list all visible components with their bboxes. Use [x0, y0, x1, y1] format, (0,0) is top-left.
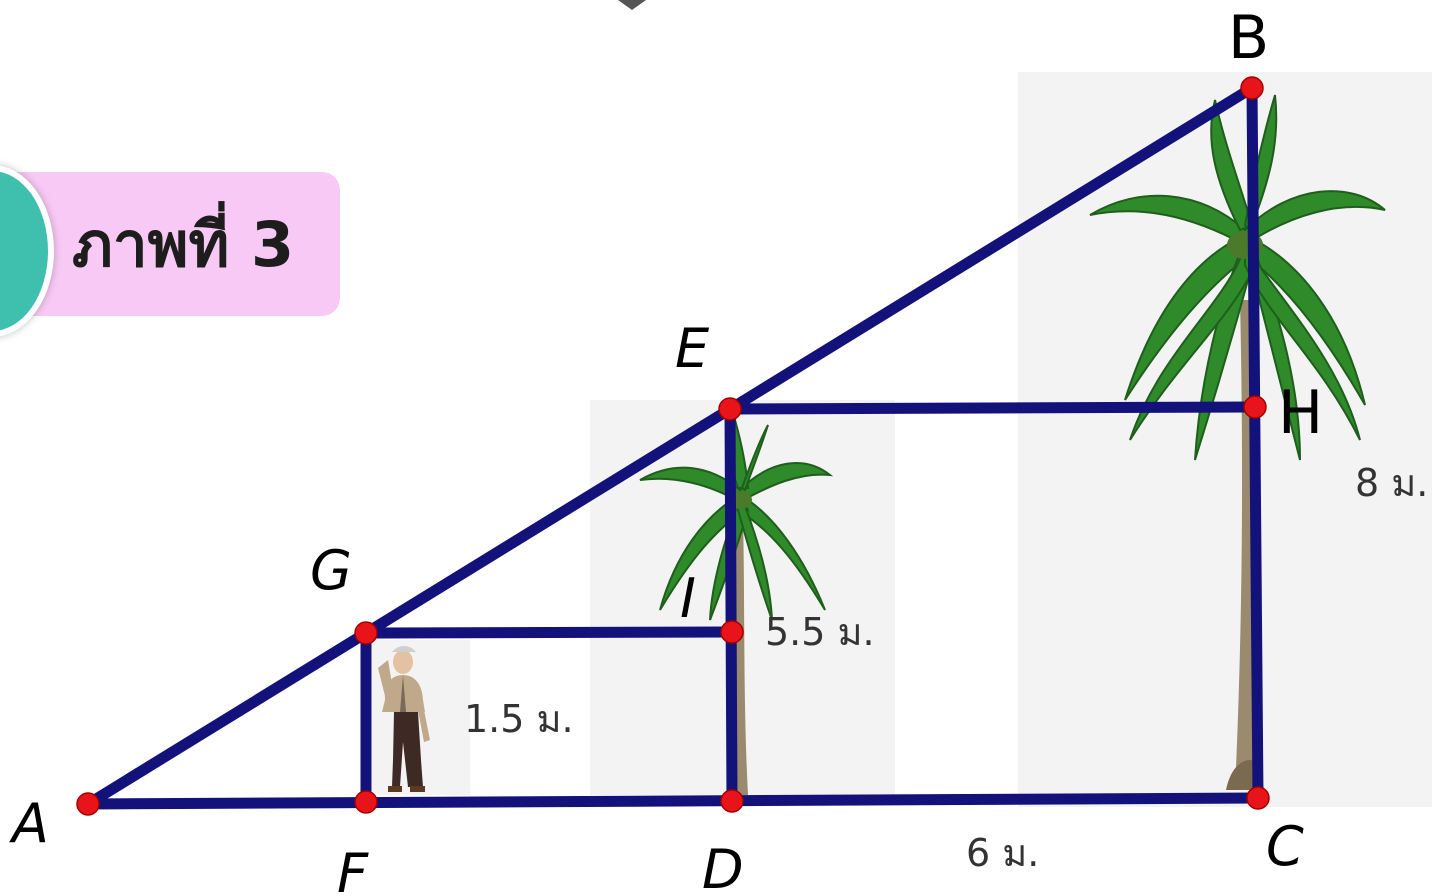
label-F: F [337, 842, 369, 896]
point-I [720, 620, 744, 644]
segment-BC [1246, 82, 1264, 804]
segments [82, 82, 1264, 810]
label-C: C [1266, 815, 1304, 878]
label-I: I [680, 567, 696, 630]
segment-GI [360, 626, 738, 639]
label-G: G [310, 539, 352, 602]
figure-label-text: ภาพที่ 3 [72, 208, 295, 281]
point-A [76, 792, 100, 816]
point-D [720, 789, 744, 813]
measure-tree-small: 5.5 ม. [765, 610, 875, 654]
label-B: B [1228, 3, 1269, 73]
segment-ED [724, 403, 738, 807]
measure-tree-big: 8 ม. [1355, 461, 1428, 505]
segment-AC [82, 792, 1264, 810]
label-D: D [702, 838, 744, 896]
point-E [718, 397, 742, 421]
points [76, 76, 1270, 816]
person-figure [378, 646, 430, 792]
label-H: H [1278, 378, 1323, 448]
segment-EH [724, 401, 1261, 415]
measure-person: 1.5 ม. [464, 697, 574, 741]
figure-label-badge [0, 172, 340, 316]
measure-base: 6 ม. [966, 831, 1039, 875]
chevron-down-icon [618, 0, 646, 10]
label-E: E [675, 317, 710, 380]
label-A: A [9, 792, 49, 855]
palm-tree-small-icon [639, 416, 834, 795]
point-G [354, 621, 378, 645]
segment-AB [82, 82, 1258, 810]
point-B [1240, 76, 1264, 100]
point-H [1243, 395, 1267, 419]
point-F [354, 790, 378, 814]
point-C [1246, 786, 1270, 810]
